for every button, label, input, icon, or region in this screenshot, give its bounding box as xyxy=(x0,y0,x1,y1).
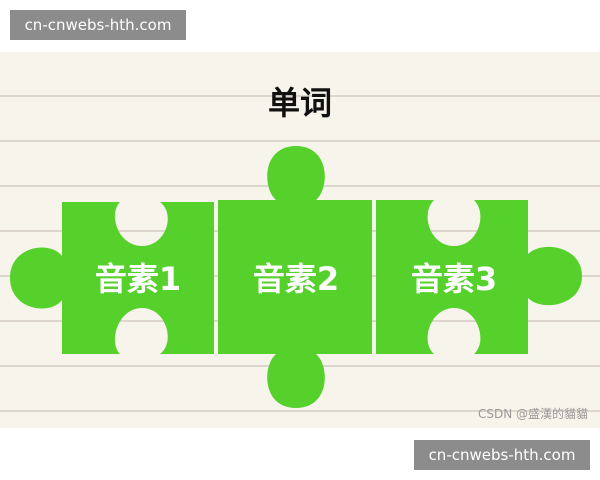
watermark-bottom: cn-cnwebs-hth.com xyxy=(414,440,590,470)
puzzle-piece-2-label: 音素2 xyxy=(253,260,339,298)
puzzle-piece-1: 音素1 xyxy=(10,202,214,354)
credit-text: CSDN @盛漢的貓貓 xyxy=(477,407,588,421)
puzzle-piece-3-label: 音素3 xyxy=(411,260,497,298)
puzzle-piece-1-label: 音素1 xyxy=(95,260,181,298)
diagram-title: 单词 xyxy=(267,84,332,122)
puzzle-diagram: 音素1 音素2 音素3 xyxy=(10,146,582,408)
watermark-top: cn-cnwebs-hth.com xyxy=(10,10,186,40)
puzzle-piece-2: 音素2 xyxy=(218,146,372,408)
puzzle-piece-3: 音素3 xyxy=(376,200,582,354)
